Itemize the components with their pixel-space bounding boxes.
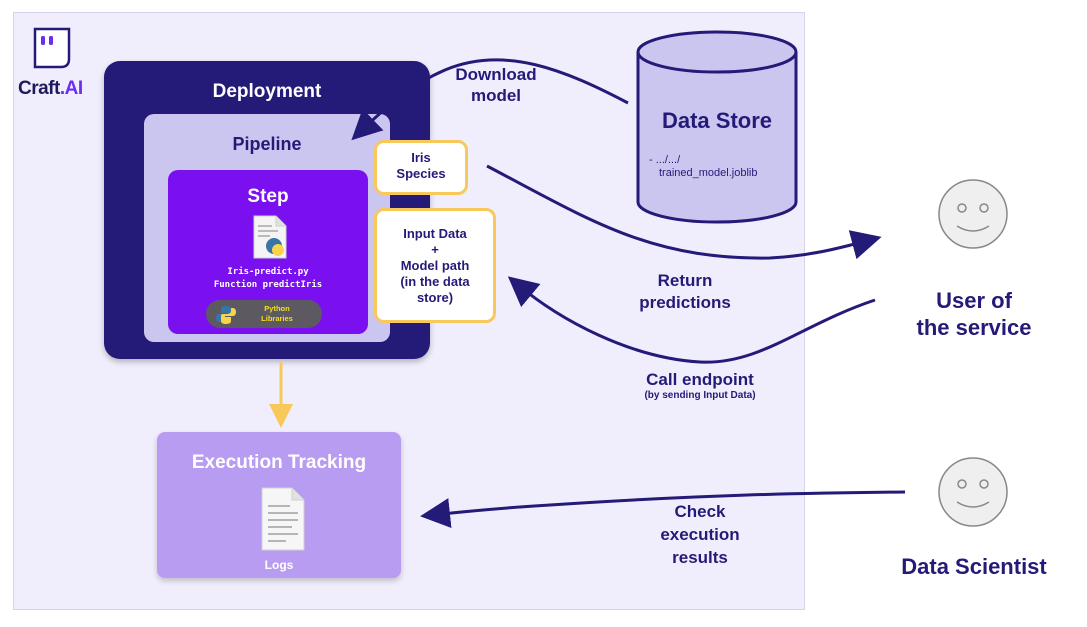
deployment-title: Deployment (212, 81, 322, 102)
logs-label: Logs (264, 558, 294, 572)
download-model-arrow (351, 58, 629, 141)
python-logo-icon (216, 306, 236, 324)
craft-ai-logo-icon (33, 27, 71, 69)
check-results-arrow (420, 490, 906, 528)
data-store-cylinder-icon (636, 30, 798, 224)
data-scientist-label: Data Scientist (901, 554, 1047, 579)
call-endpoint-sublabel: (by sending Input Data) (644, 390, 756, 401)
data-store-file: trained_model.joblib (659, 167, 758, 179)
data-scientist-face-icon (938, 457, 1008, 527)
data-store-path: - .../.../ (649, 154, 681, 166)
return-predictions-arrow (486, 164, 882, 260)
pipeline-title: Pipeline (232, 134, 302, 154)
craft-ai-logo-text: Craft.AI (18, 78, 83, 99)
execution-tracking-title: Execution Tracking (191, 452, 367, 473)
python-file-icon (253, 215, 287, 259)
step-function-name: Function predictIris (213, 280, 323, 290)
step-file-name: Iris-predict.py (227, 267, 309, 277)
logs-document-icon (261, 487, 305, 551)
call-endpoint-arrow (507, 276, 876, 364)
user-face-icon (938, 179, 1008, 249)
call-endpoint-label: Call endpoint (646, 370, 754, 389)
data-store-title: Data Store (661, 108, 773, 133)
step-title: Step (247, 186, 289, 207)
input-data-box: Input Data + Model path (in the data sto… (374, 208, 496, 323)
execution-tracking-container: Execution Tracking Logs (157, 432, 401, 578)
step-container: Step Iris-predict.py Function predictIri… (168, 170, 368, 334)
